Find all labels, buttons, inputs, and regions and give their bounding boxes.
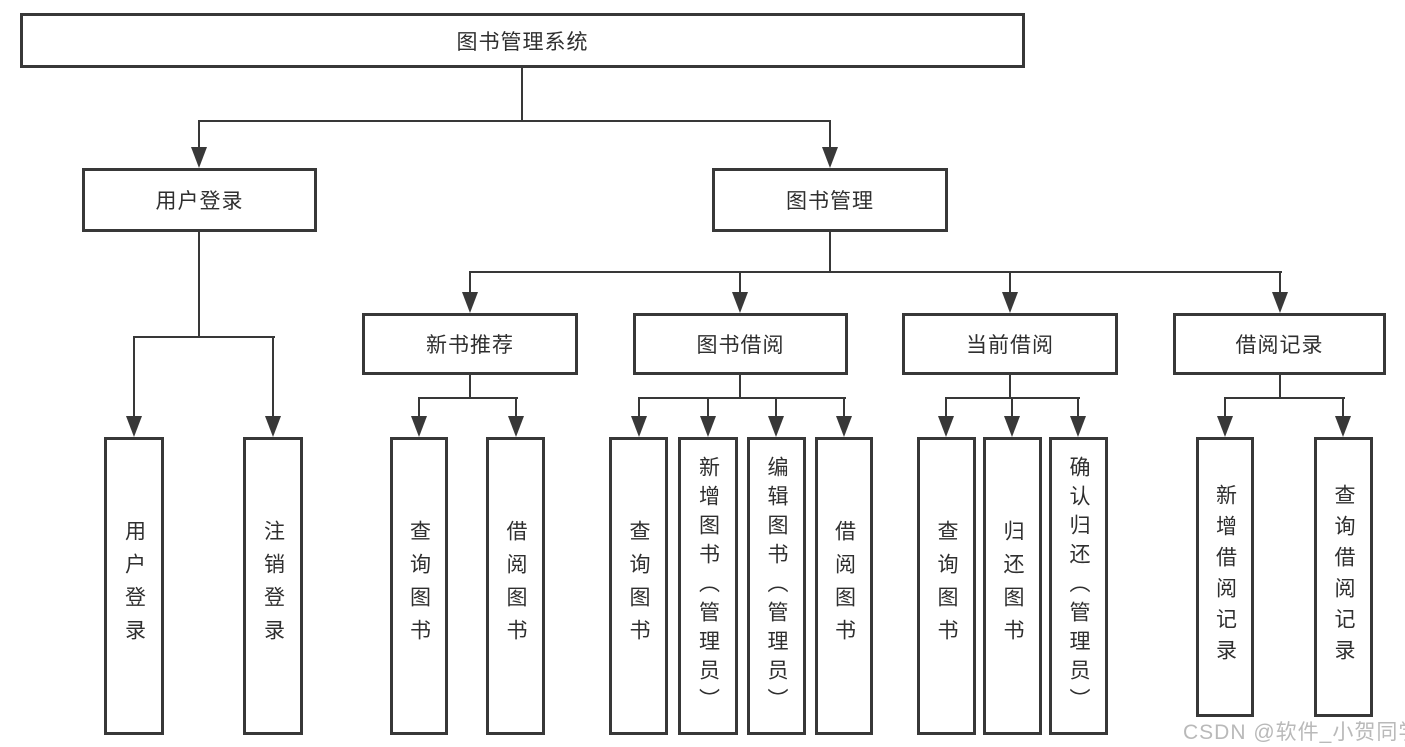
connector-stem	[1279, 375, 1281, 397]
arrow-down-icon	[411, 416, 427, 437]
connector-drop	[1224, 397, 1226, 419]
connector-drop	[198, 120, 200, 150]
node-user-login: 用户登录	[82, 168, 317, 232]
arrow-down-icon	[265, 416, 281, 437]
watermark: CSDN @软件_小贺同学	[1183, 721, 1405, 744]
arrow-down-icon	[462, 292, 478, 313]
arrow-down-icon	[1004, 416, 1020, 437]
leaf-label: 归还图书	[1001, 520, 1024, 652]
connector-hline	[638, 397, 846, 399]
leaf-user-login: 用户登录	[104, 437, 164, 735]
connector-drop	[469, 271, 471, 295]
leaf-label: 用户登录	[122, 520, 146, 652]
leaf-logout: 注销登录	[243, 437, 303, 735]
arrow-down-icon	[938, 416, 954, 437]
connector-drop	[843, 397, 845, 419]
arrow-down-icon	[732, 292, 748, 313]
leaf-label: 查询图书	[407, 520, 431, 652]
arrow-down-icon	[631, 416, 647, 437]
connector-stem	[739, 375, 741, 397]
connector-drop	[1342, 397, 1344, 419]
leaf-borrow-books-recommend: 借阅图书	[486, 437, 545, 735]
leaf-edit-book-admin: 编辑图书（管理员）	[747, 437, 806, 735]
leaf-confirm-return-admin: 确认归还（管理员）	[1049, 437, 1108, 735]
connector-hline	[1224, 397, 1345, 399]
connector-drop	[707, 397, 709, 419]
leaf-label: 查询图书	[935, 520, 958, 652]
arrow-down-icon	[1335, 416, 1351, 437]
connector-drop	[945, 397, 947, 419]
leaf-label: 新增借阅记录	[1213, 484, 1237, 670]
connector-stem	[1009, 375, 1011, 397]
connector-drop	[515, 397, 517, 419]
leaf-label: 确认归还（管理员）	[1067, 455, 1090, 717]
connector-drop	[1279, 271, 1281, 295]
connector-drop	[775, 397, 777, 419]
arrow-down-icon	[126, 416, 142, 437]
node-new-book-recommend: 新书推荐	[362, 313, 578, 375]
node-library-system: 图书管理系统	[20, 13, 1025, 68]
leaf-query-books-current: 查询图书	[917, 437, 976, 735]
leaf-label: 查询借阅记录	[1332, 484, 1355, 670]
arrow-down-icon	[836, 416, 852, 437]
leaf-label: 注销登录	[261, 520, 285, 652]
leaf-add-borrow-record: 新增借阅记录	[1196, 437, 1254, 717]
leaf-label: 新增图书（管理员）	[696, 455, 720, 717]
leaf-label: 借阅图书	[832, 520, 856, 652]
arrow-down-icon	[1217, 416, 1233, 437]
arrow-down-icon	[508, 416, 524, 437]
arrow-down-icon	[191, 147, 207, 168]
node-current-borrowing: 当前借阅	[902, 313, 1118, 375]
arrow-down-icon	[1002, 292, 1018, 313]
leaf-query-books-borrowing: 查询图书	[609, 437, 668, 735]
connector-bookmgmt-hline	[469, 271, 1282, 273]
leaf-label: 编辑图书（管理员）	[765, 455, 788, 717]
connector-userlogin-hline	[133, 336, 275, 338]
connector-drop	[638, 397, 640, 419]
connector-drop	[133, 336, 135, 418]
connector-root-stem	[521, 68, 523, 120]
node-book-management: 图书管理	[712, 168, 948, 232]
connector-drop	[739, 271, 741, 295]
arrow-down-icon	[822, 147, 838, 168]
leaf-borrow-books-borrowing: 借阅图书	[815, 437, 873, 735]
leaf-query-books-recommend: 查询图书	[390, 437, 448, 735]
connector-drop	[1011, 397, 1013, 419]
arrow-down-icon	[1272, 292, 1288, 313]
connector-hline	[418, 397, 518, 399]
connector-drop	[829, 120, 831, 150]
connector-drop	[1077, 397, 1079, 419]
connector-stem	[469, 375, 471, 397]
leaf-query-borrow-record: 查询借阅记录	[1314, 437, 1373, 717]
connector-userlogin-stem	[198, 232, 200, 336]
connector-drop	[418, 397, 420, 419]
leaf-return-book: 归还图书	[983, 437, 1042, 735]
connector-drop	[1009, 271, 1011, 295]
arrow-down-icon	[768, 416, 784, 437]
leaf-label: 借阅图书	[504, 520, 527, 652]
connector-bookmgmt-stem	[829, 232, 831, 271]
node-book-borrowing: 图书借阅	[633, 313, 848, 375]
connector-drop	[272, 336, 274, 418]
leaf-add-book-admin: 新增图书（管理员）	[678, 437, 738, 735]
node-borrowing-records: 借阅记录	[1173, 313, 1386, 375]
arrow-down-icon	[700, 416, 716, 437]
arrow-down-icon	[1070, 416, 1086, 437]
leaf-label: 查询图书	[627, 520, 650, 652]
connector-root-hline	[198, 120, 831, 122]
